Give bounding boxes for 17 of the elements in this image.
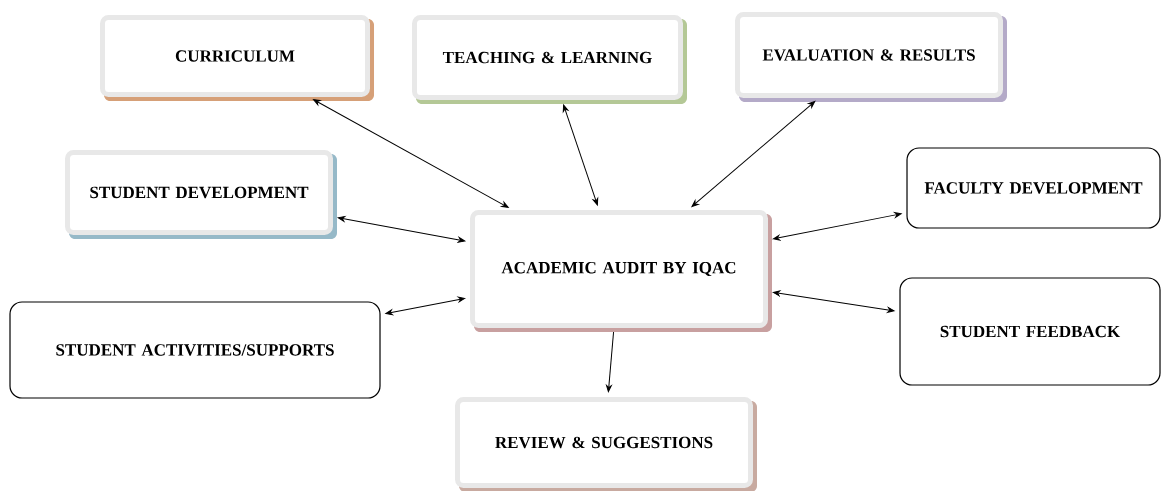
process-box: FACULTY DEVELOPMENT <box>906 147 1161 229</box>
process-box: CURRICULUM <box>100 15 374 101</box>
arrow <box>313 99 509 208</box>
process-box: TEACHING & LEARNING <box>412 15 687 104</box>
arrow <box>562 104 599 206</box>
process-box: ACADEMIC AUDIT BY IQAC <box>470 210 772 332</box>
arrow <box>385 296 466 316</box>
process-box: STUDENT FEEDBACK <box>899 277 1161 386</box>
process-box: EVALUATION & RESULTS <box>735 12 1007 102</box>
process-box: STUDENT ACTIVITIES/SUPPORTS <box>9 301 381 399</box>
arrow <box>606 331 615 393</box>
arrow <box>691 101 816 207</box>
arrow <box>337 216 466 243</box>
process-box: REVIEW & SUGGESTIONS <box>455 397 757 491</box>
process-box: STUDENT DEVELOPMENT <box>65 150 337 239</box>
arrow <box>772 212 902 241</box>
arrow <box>772 290 895 313</box>
